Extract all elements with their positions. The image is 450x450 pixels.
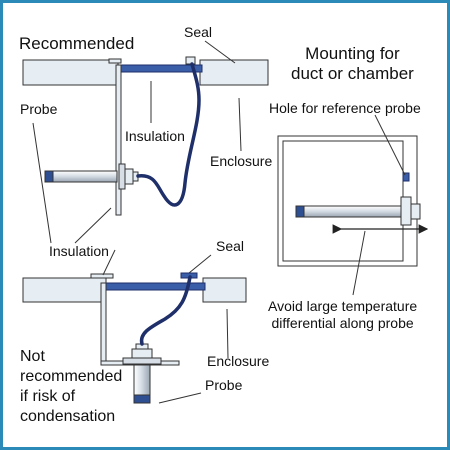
top-seal-cap (108, 58, 122, 64)
seal-top-label: Seal (184, 24, 213, 40)
top-probe-head (124, 168, 134, 185)
leader-enclosure-top (238, 97, 242, 152)
top-probe-rod (44, 170, 118, 183)
top-bracket-plate (115, 64, 122, 216)
bottom-probe-cable (139, 275, 192, 346)
top-wall-left (22, 59, 119, 86)
leader-probe-top (32, 122, 52, 244)
leader-insulation-bottom (102, 249, 116, 276)
top-wall-right (199, 59, 269, 86)
leader-hole-reference (374, 114, 406, 176)
diagram-artwork (22, 40, 429, 404)
insulation-bottom-label: Insulation (49, 243, 109, 259)
bottom-wall-left (22, 277, 107, 303)
top-probe-tip (44, 170, 54, 183)
leader-probe-bottom (158, 392, 202, 404)
leader-avoid-differential (352, 230, 366, 296)
top-seal-gland (185, 56, 196, 65)
top-probe-nut (118, 163, 126, 190)
recommended-label: Recommended (19, 34, 135, 53)
bottom-probe-head (131, 348, 153, 359)
duct-inner-wall (282, 140, 404, 262)
leader-enclosure-bottom (226, 308, 229, 359)
enclosure-top-label: Enclosure (210, 153, 273, 169)
insulation-top-label: Insulation (125, 128, 185, 144)
duct-probe-rod (295, 205, 404, 218)
not-recommended-setup (22, 249, 247, 404)
duct-probe-flange (400, 196, 412, 226)
bottom-seal-cap (90, 273, 114, 279)
leader-seal-top (204, 40, 236, 64)
top-probe-cable (136, 62, 201, 207)
recommended-setup (22, 40, 269, 244)
avoid-differential-label: Avoid large temperature differential alo… (268, 298, 418, 331)
probe-bottom-label: Probe (205, 377, 243, 393)
seal-bottom-label: Seal (216, 238, 245, 254)
duct-outer-wall (277, 135, 418, 267)
probe-top-label: Probe (20, 101, 58, 117)
bottom-probe-nut (122, 357, 162, 365)
duct-probe-tip (295, 205, 305, 218)
hole-reference-label: Hole for reference probe (269, 100, 421, 116)
duct-mounting-setup (277, 114, 429, 296)
leader-insulation-mid (74, 207, 112, 244)
bottom-wall-right (202, 277, 247, 303)
top-insulation-strip (117, 64, 203, 73)
mounting-label: Mounting for duct or chamber (291, 44, 414, 83)
enclosure-bottom-label: Enclosure (207, 353, 270, 369)
duct-probe-head (410, 203, 421, 220)
not-recommended-label: Not recommended if risk of condensation (20, 348, 123, 425)
leader-seal-bottom (188, 254, 212, 274)
bottom-probe-tip (133, 394, 151, 404)
duct-reference-hole (402, 172, 410, 182)
